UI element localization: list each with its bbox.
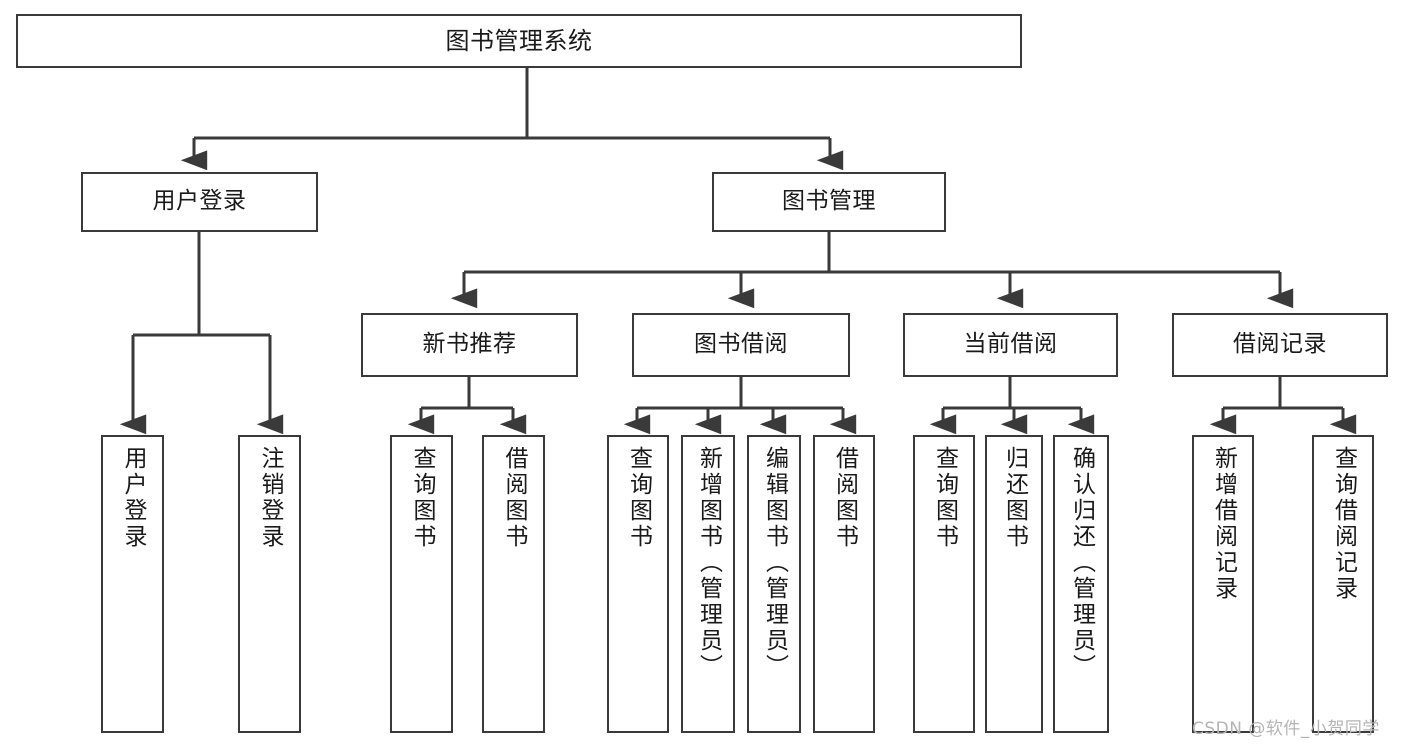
node-user-login[interactable]: 用户登录 (81, 172, 318, 232)
node-leaf-confirm-return[interactable]: 确认归还（管理员） (1053, 435, 1109, 733)
node-label: 用户登录 (152, 188, 247, 215)
node-label: 图书管理系统 (445, 26, 593, 55)
node-borrow-record[interactable]: 借阅记录 (1172, 313, 1388, 377)
node-label: 新增图书（管理员） (695, 446, 722, 680)
node-new-book-recommend[interactable]: 新书推荐 (361, 313, 578, 377)
node-label: 图书借阅 (694, 331, 788, 358)
node-label: 借阅记录 (1233, 331, 1327, 358)
node-label: 确认归还（管理员） (1068, 446, 1095, 680)
node-leaf-user-login[interactable]: 用户登录 (101, 435, 164, 733)
node-label: 图书管理 (782, 188, 876, 215)
node-leaf-return-book[interactable]: 归还图书 (985, 435, 1043, 733)
node-label: 当前借阅 (963, 331, 1058, 358)
node-label: 编辑图书（管理员） (761, 446, 788, 680)
node-leaf-edit-book[interactable]: 编辑图书（管理员） (747, 435, 801, 733)
node-label: 借阅图书 (501, 446, 527, 550)
node-label: 新增借阅记录 (1210, 446, 1237, 602)
node-current-borrow[interactable]: 当前借阅 (903, 313, 1118, 377)
node-leaf-borrow-book-2[interactable]: 借阅图书 (813, 435, 875, 733)
node-root-book-management-system[interactable]: 图书管理系统 (16, 14, 1022, 68)
node-label: 新书推荐 (422, 331, 517, 358)
node-book-management[interactable]: 图书管理 (712, 172, 946, 232)
node-label: 用户登录 (120, 446, 146, 550)
node-leaf-query-book-2[interactable]: 查询图书 (607, 435, 669, 733)
node-label: 归还图书 (1001, 446, 1028, 550)
node-leaf-query-book-1[interactable]: 查询图书 (390, 435, 453, 733)
node-leaf-query-borrow-record[interactable]: 查询借阅记录 (1312, 435, 1374, 733)
node-label: 注销登录 (257, 446, 283, 550)
node-leaf-add-book[interactable]: 新增图书（管理员） (681, 435, 735, 733)
node-label: 查询图书 (625, 446, 652, 550)
node-leaf-logout-login[interactable]: 注销登录 (238, 435, 301, 733)
node-leaf-query-book-3[interactable]: 查询图书 (913, 435, 975, 733)
node-label: 查询图书 (409, 446, 435, 550)
node-leaf-add-borrow-record[interactable]: 新增借阅记录 (1192, 435, 1254, 733)
node-label: 查询借阅记录 (1330, 446, 1357, 602)
node-leaf-borrow-book-1[interactable]: 借阅图书 (482, 435, 545, 733)
csdn-watermark: CSDN @软件_小贺同学 (1192, 719, 1380, 739)
node-book-borrow[interactable]: 图书借阅 (632, 313, 850, 377)
node-label: 查询图书 (931, 446, 958, 550)
node-label: 借阅图书 (831, 446, 858, 550)
